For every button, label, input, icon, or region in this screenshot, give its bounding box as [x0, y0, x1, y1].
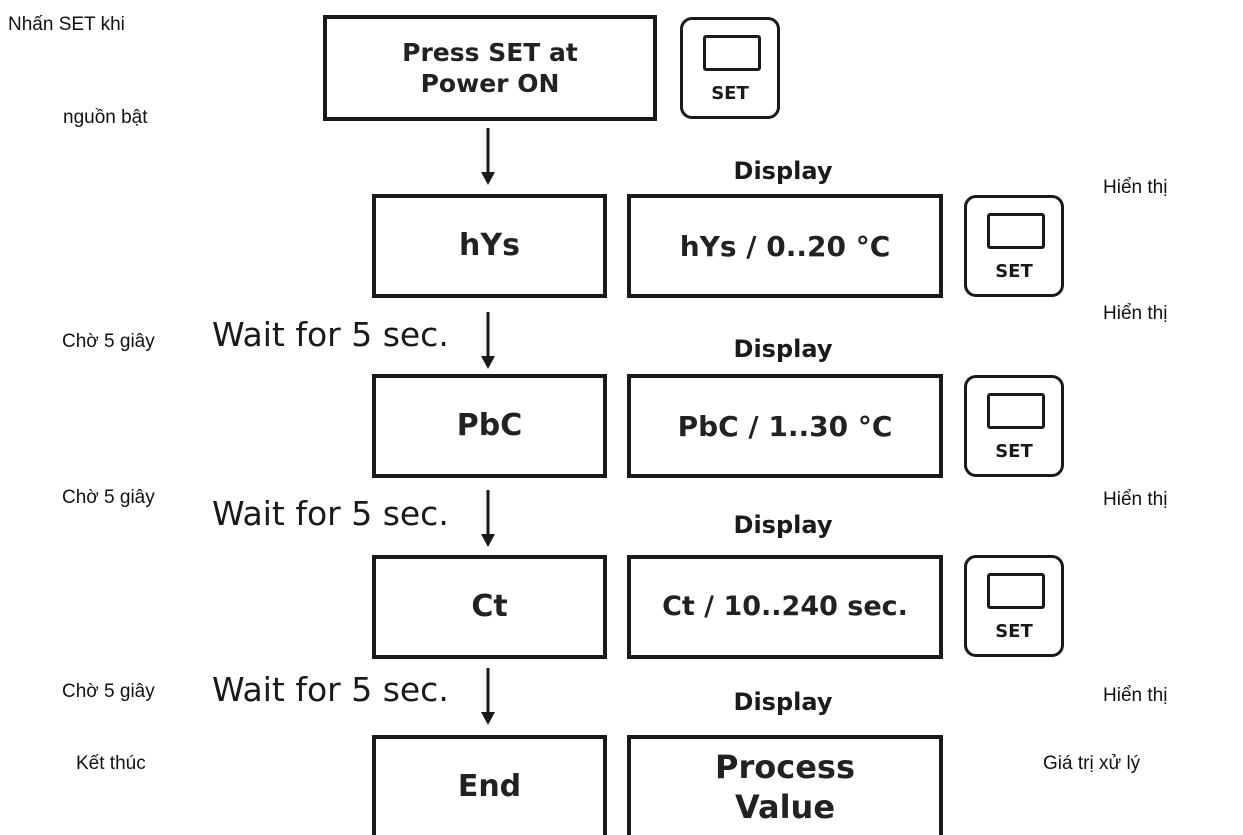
start-box: Press SET at Power ON [323, 15, 657, 121]
annotation-end: Kết thúc [76, 753, 146, 774]
display-heading-1: Display [733, 157, 833, 185]
annotation-wait-3: Chờ 5 giây [62, 681, 155, 702]
display-box-ct: Ct / 10..240 sec. [627, 555, 943, 659]
display-value-process-line2: Value [734, 788, 836, 826]
set-button-icon[interactable]: SET [964, 555, 1064, 657]
arrow-down-icon [481, 312, 495, 369]
set-button-label: SET [995, 621, 1033, 642]
param-label-pbc: PbC [456, 408, 523, 444]
set-button-screen [703, 35, 761, 71]
set-button-label: SET [995, 441, 1033, 462]
display-heading-4: Display [733, 688, 833, 716]
annotation-press-set-line1: Nhấn SET khi [8, 14, 125, 35]
display-value-hys: hYs / 0..20 °C [679, 229, 891, 263]
arrow-down-icon [481, 128, 495, 185]
start-box-line1: Press SET at [402, 37, 578, 67]
set-button-label: SET [995, 261, 1033, 282]
arrow-down-icon [481, 668, 495, 725]
display-value-process-line1: Process [715, 748, 855, 786]
param-label-hys: hYs [459, 228, 520, 264]
set-button-screen [987, 213, 1045, 249]
display-value-ct: Ct / 10..240 sec. [662, 591, 908, 623]
display-box-process-value: Process Value [627, 735, 943, 835]
annotation-press-set-line2: nguồn bật [63, 107, 148, 128]
annotation-display-4: Hiển thị [1103, 685, 1168, 706]
set-button-screen [987, 393, 1045, 429]
set-button-icon[interactable]: SET [680, 17, 780, 119]
wait-label-2: Wait for 5 sec. [212, 494, 449, 533]
display-value-pbc: PbC / 1..30 °C [677, 409, 893, 443]
set-button-label: SET [711, 83, 749, 104]
annotation-process-value: Giá trị xử lý [1043, 753, 1141, 774]
display-box-pbc: PbC / 1..30 °C [627, 374, 943, 478]
wait-label-3: Wait for 5 sec. [212, 670, 449, 709]
annotation-display-1: Hiển thị [1103, 177, 1168, 198]
annotation-wait-1: Chờ 5 giây [62, 331, 155, 352]
param-box-ct: Ct [372, 555, 607, 659]
display-box-hys: hYs / 0..20 °C [627, 194, 943, 298]
start-box-line2: Power ON [420, 69, 560, 98]
param-label-end: End [457, 769, 522, 805]
set-button-screen [987, 573, 1045, 609]
display-heading-2: Display [733, 335, 833, 363]
set-button-icon[interactable]: SET [964, 195, 1064, 297]
annotation-wait-2: Chờ 5 giây [62, 487, 155, 508]
set-button-icon[interactable]: SET [964, 375, 1064, 477]
param-label-ct: Ct [471, 589, 508, 625]
param-box-end: End [372, 735, 607, 835]
arrow-down-icon [481, 490, 495, 547]
param-box-hys: hYs [372, 194, 607, 298]
wait-label-1: Wait for 5 sec. [212, 315, 449, 354]
display-heading-3: Display [733, 511, 833, 539]
annotation-display-3: Hiển thị [1103, 489, 1168, 510]
param-box-pbc: PbC [372, 374, 607, 478]
annotation-display-2: Hiển thị [1103, 303, 1168, 324]
